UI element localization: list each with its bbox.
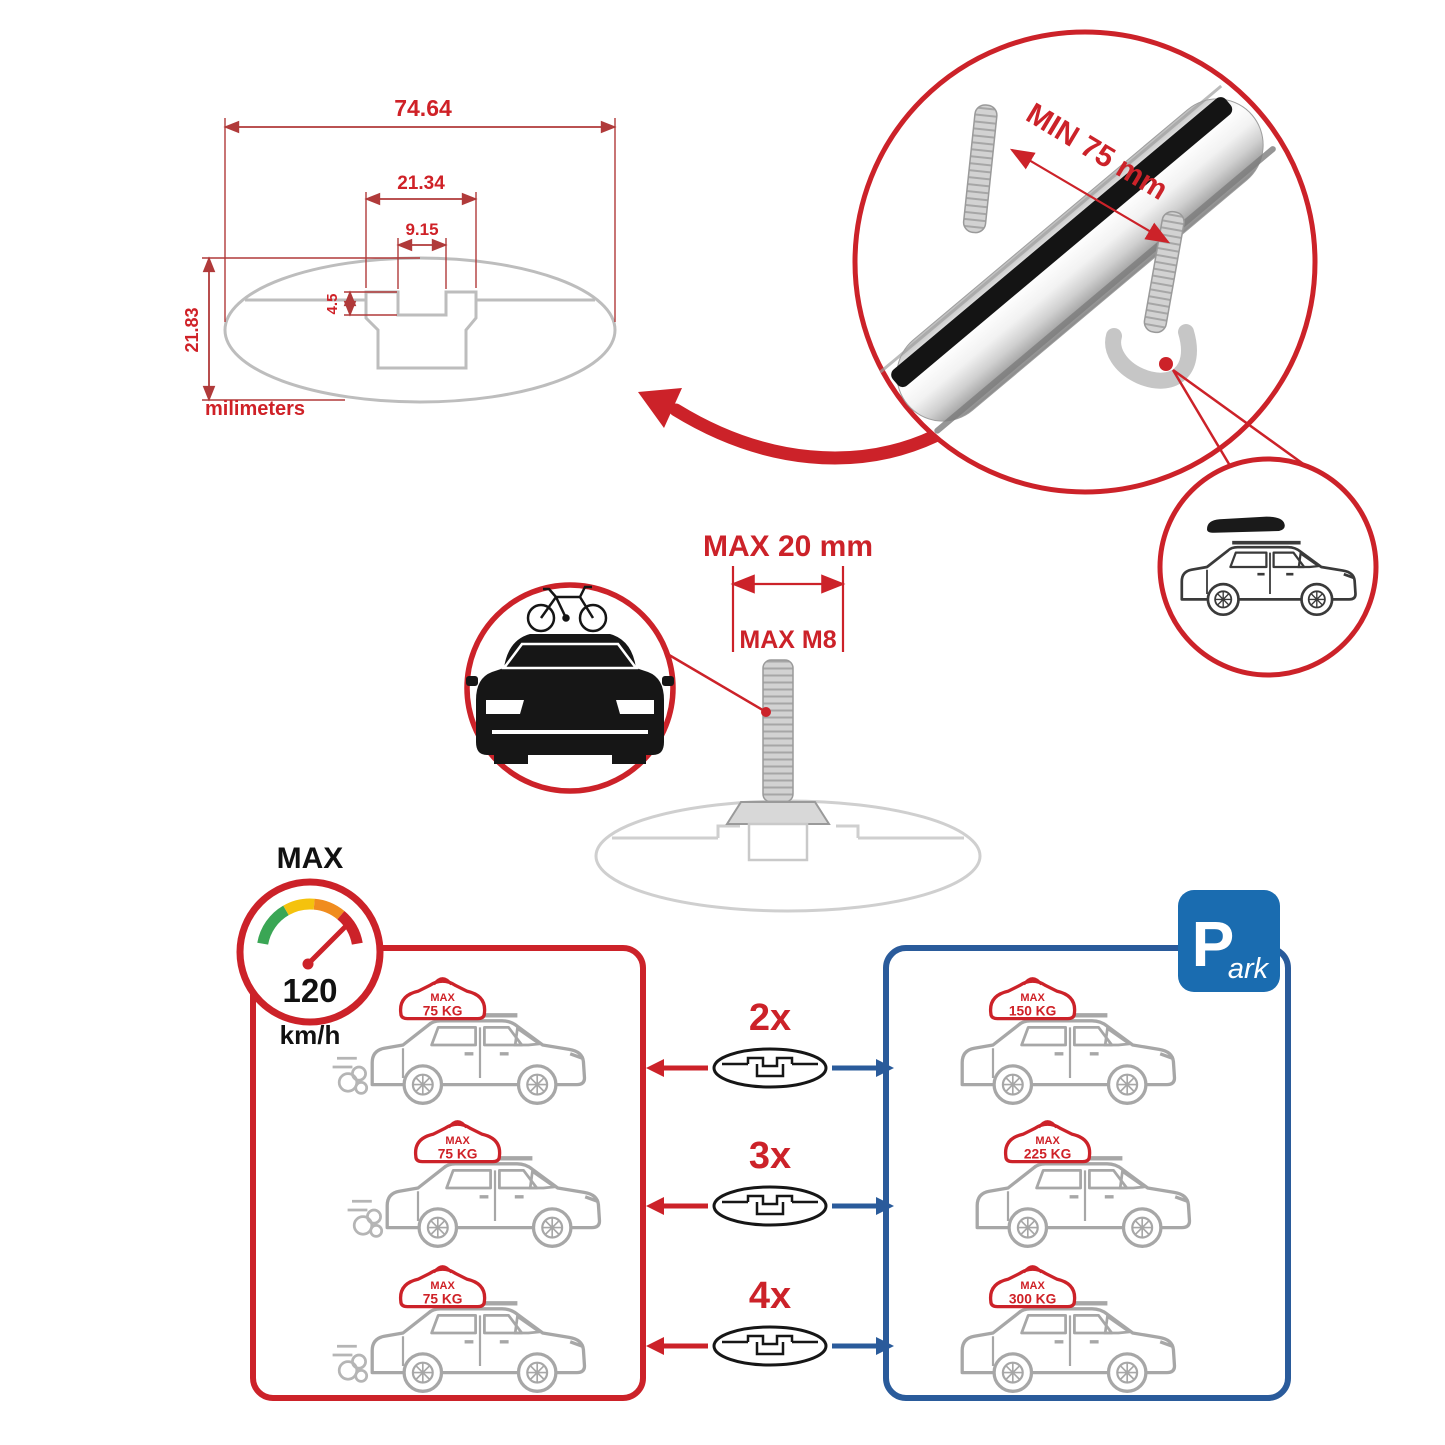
parking-letter: P (1192, 908, 1235, 980)
bar-closeup-circle: MIN 75 mm (852, 29, 1321, 495)
crossbar-icon-2 (712, 1185, 828, 1227)
speed-gauge: MAX 120 km/h (236, 842, 384, 1050)
clamp-hook (1105, 324, 1197, 389)
svg-text:MAX: MAX (430, 1280, 455, 1292)
row-arrows-1 (646, 1059, 894, 1077)
bolt-diagram: MAX 20 mm MAX M8 (594, 530, 982, 913)
closeup-pointer-arrow (638, 388, 942, 465)
bar-profile-outline (223, 256, 617, 404)
car-front-circle (464, 582, 676, 794)
cross-section-diagram: 74.64 21.34 9.15 4.5 21.83 milimeters (182, 95, 617, 420)
load-badge: MAX 75 KG (413, 1120, 502, 1164)
dim-slot-depth: 4.5 (324, 294, 341, 315)
svg-text:75 KG: 75 KG (423, 1291, 463, 1306)
speed-max-label: MAX (277, 842, 344, 875)
speed-units: km/h (280, 1020, 341, 1050)
svg-text:75 KG: 75 KG (438, 1146, 478, 1161)
svg-text:MAX: MAX (1020, 1280, 1045, 1292)
load-badge: MAX 75 KG (398, 1265, 487, 1309)
svg-text:75 KG: 75 KG (423, 1003, 463, 1018)
driving-car-row-2: MAX 75 KG (346, 1120, 600, 1246)
clamp-rod-top (962, 104, 998, 234)
qty-label-1: 2x (749, 997, 791, 1039)
bolt-max-width-label: MAX 20 mm (703, 530, 873, 563)
svg-text:225 KG: 225 KG (1024, 1146, 1071, 1161)
parking-sign: P ark (1178, 890, 1280, 992)
row-arrows-3 (646, 1337, 894, 1355)
parking-script: ark (1228, 953, 1270, 985)
svg-text:MAX: MAX (445, 1135, 470, 1147)
gauge-needle (305, 924, 348, 967)
qty-label-3: 4x (749, 1275, 791, 1317)
load-badge: MAX 75 KG (398, 977, 487, 1021)
dim-channel-width: 21.34 (397, 173, 445, 194)
svg-text:MAX: MAX (1020, 992, 1045, 1004)
load-badge: MAX 225 KG (1003, 1120, 1092, 1164)
driving-car-row-3: MAX 75 KG (331, 1265, 585, 1391)
crossbar-icon-1 (712, 1047, 828, 1089)
headlight-left (486, 700, 524, 714)
dim-slot-width: 9.15 (405, 220, 438, 239)
row-arrows-2 (646, 1197, 894, 1215)
car-front-icon (466, 634, 674, 764)
leader-dot (1159, 357, 1173, 371)
stud-flange (725, 801, 831, 825)
bar-profile-channel (245, 290, 595, 370)
roof-box (1207, 516, 1285, 533)
svg-text:MAX: MAX (1035, 1135, 1060, 1147)
svg-text:300 KG: 300 KG (1009, 1291, 1056, 1306)
parked-car-row-3: MAX 300 KG (962, 1265, 1174, 1391)
gauge-arc (257, 898, 363, 945)
crossbar-icon-3 (712, 1325, 828, 1367)
svg-text:MAX: MAX (430, 992, 455, 1004)
clamp-rod-bottom (1143, 210, 1185, 334)
units-label: milimeters (205, 398, 305, 420)
threaded-stud (762, 659, 794, 803)
dim-total-width: 74.64 (394, 95, 452, 121)
parked-car-row-2: MAX 225 KG (977, 1120, 1189, 1246)
svg-text:150 KG: 150 KG (1009, 1003, 1056, 1018)
t-nut-stem (747, 822, 809, 862)
bicycle-icon (526, 585, 608, 633)
load-badge: MAX 300 KG (988, 1265, 1077, 1309)
load-badge: MAX 150 KG (988, 977, 1077, 1021)
bolt-max-thread-label: MAX M8 (739, 626, 836, 654)
qty-label-2: 3x (749, 1135, 791, 1177)
speed-value: 120 (282, 972, 337, 1009)
suv-roofbox-circle (1157, 456, 1379, 678)
dim-total-height: 21.83 (182, 307, 202, 352)
headlight-right (616, 700, 654, 714)
parked-car-row-1: MAX 150 KG (962, 977, 1174, 1103)
driving-car-row-1: MAX 75 KG (331, 977, 585, 1103)
suv-with-roofbox (1182, 516, 1356, 615)
